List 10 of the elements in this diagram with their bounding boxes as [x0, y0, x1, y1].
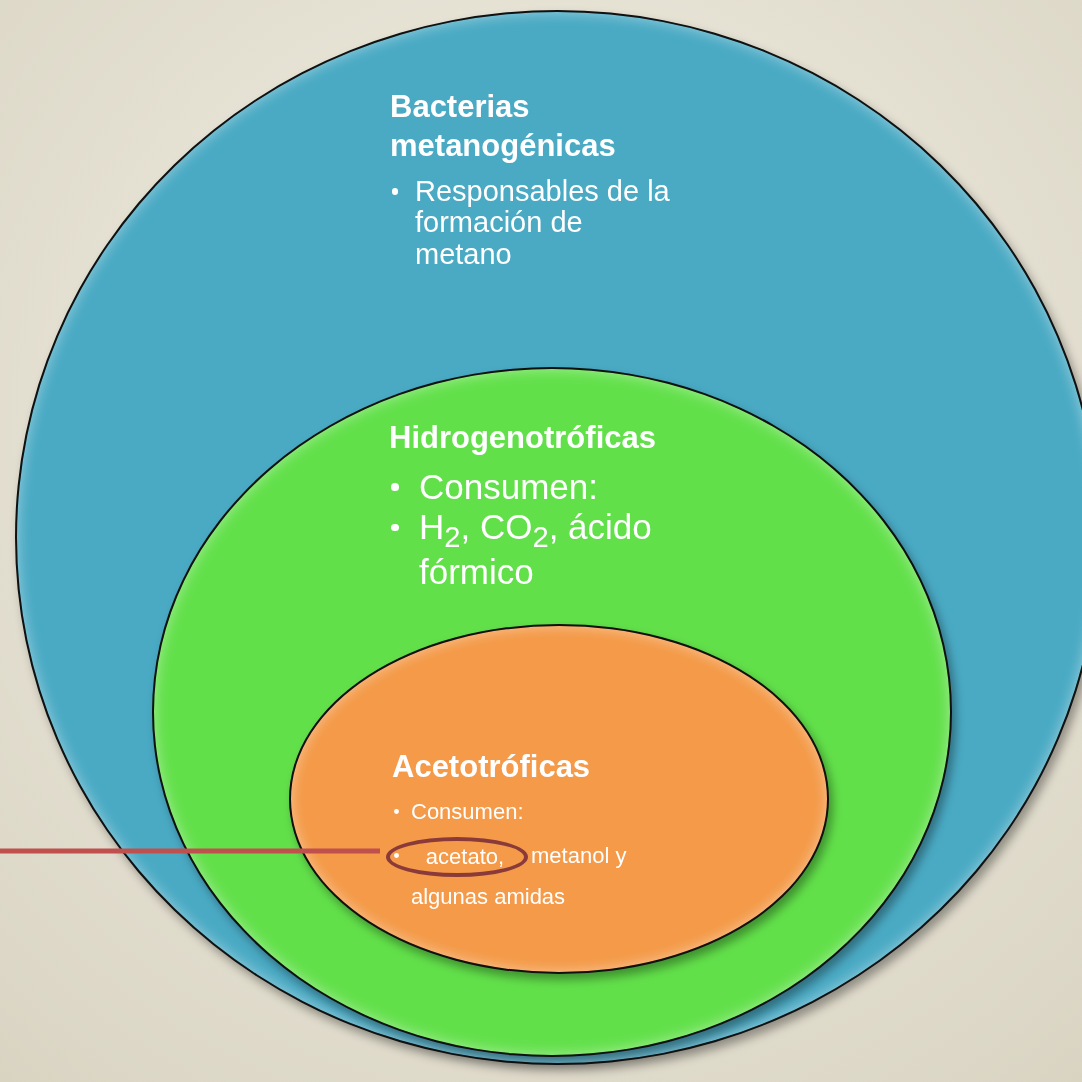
- circle-heading: Hidrogenotróficas: [389, 419, 657, 457]
- bullet-text: Consumen:: [389, 467, 729, 507]
- bullet-text: Responsables de la formación de metano: [390, 175, 680, 272]
- highlighted-word: acetato,: [424, 844, 506, 870]
- bullet-text: Consumen:: [392, 790, 692, 833]
- highlight-oval: [386, 837, 528, 877]
- leader-line: [0, 848, 380, 854]
- bullet-text: H$_{2}$, CO$_{2}$, ácido fórmico: [389, 508, 729, 592]
- circle-heading: Bacterias metanogénicas: [390, 88, 617, 165]
- circle-heading: Acetotróficas: [392, 748, 592, 786]
